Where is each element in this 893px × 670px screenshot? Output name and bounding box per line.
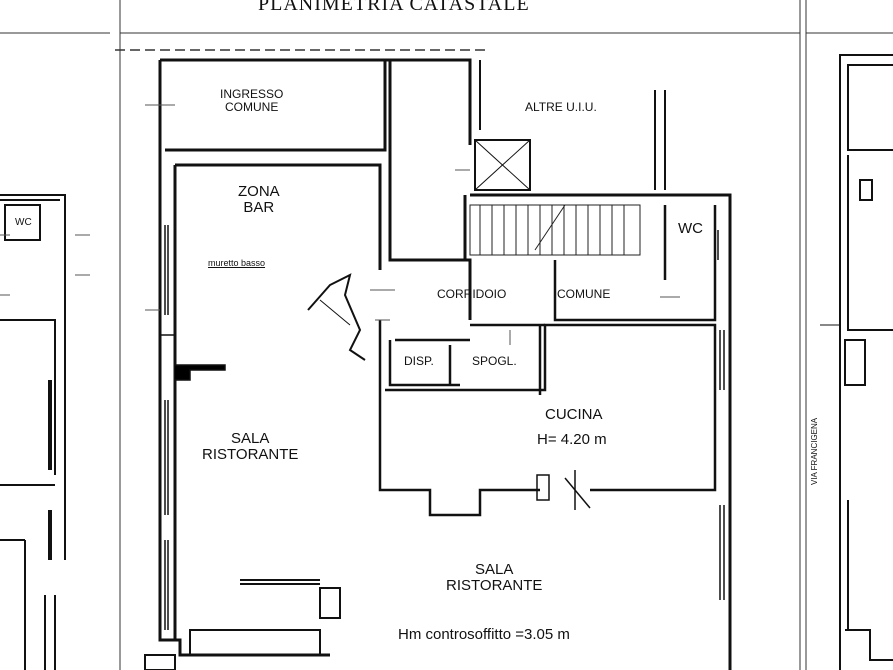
note-controsoffitto-height: Hm controsoffitto =3.05 m (398, 626, 570, 643)
left-neighbour-building (0, 194, 66, 670)
right-windows (717, 230, 725, 600)
staircase (469, 204, 641, 256)
room-label-sala-ristorante-1-text: SALA RISTORANTE (202, 430, 299, 464)
interior-walls (378, 205, 717, 517)
room-label-wc-right: WC (678, 220, 703, 237)
room-label-sala-ristorante-2: SALA RISTORANTE (446, 561, 543, 595)
room-label-corridoio: CORRIDOIO (437, 287, 507, 301)
right-neighbour-building (820, 54, 893, 670)
street-label: VIA FRANCIGENA (810, 417, 819, 485)
altre-uiu-walls (479, 60, 666, 190)
room-label-zona-bar-text: ZONA BAR (238, 183, 280, 217)
left-windows (160, 225, 226, 630)
room-label-ingresso-comune: INGRESSO COMUNE (220, 88, 283, 114)
kitchen-door (536, 470, 591, 510)
room-label-comune: COMUNE (557, 287, 611, 301)
room-label-cucina-height: H= 4.20 m (537, 431, 607, 448)
room-label-zona-bar: ZONA BAR (238, 183, 280, 217)
plan-title: PLANIMETRIA CATASTALE (258, 0, 530, 15)
room-label-sala-ristorante-1: SALA RISTORANTE (202, 430, 299, 464)
note-muretto-basso: muretto basso (208, 258, 266, 268)
tick-marks (0, 104, 680, 345)
room-label-sala-ristorante-2-text: SALA RISTORANTE (446, 561, 543, 595)
main-walls (158, 58, 732, 670)
room-label-altre-uiu: ALTRE U.I.U. (525, 100, 597, 114)
bar-counter (307, 273, 366, 361)
bottom-counter (144, 579, 341, 670)
room-label-cucina: CUCINA (545, 406, 603, 423)
lift-shaft (474, 139, 531, 191)
room-label-disp: DISP. (404, 354, 434, 368)
room-label-ingresso-comune-text: INGRESSO COMUNE (220, 87, 284, 114)
room-label-wc-left: WC (15, 217, 32, 228)
room-label-spogl: SPOGL. (472, 354, 517, 368)
